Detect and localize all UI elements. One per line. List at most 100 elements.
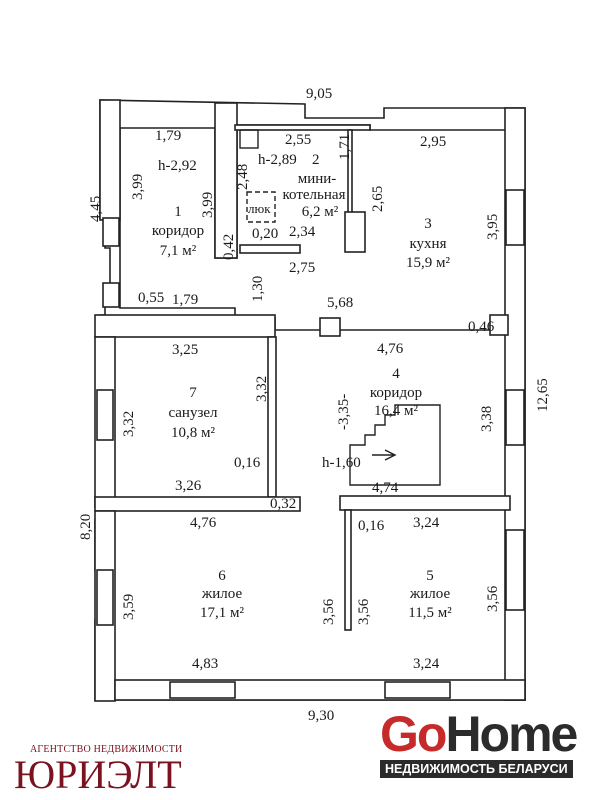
svg-text:15,9 м²: 15,9 м² — [406, 255, 450, 271]
wall-r1-r2 — [214, 102, 238, 259]
logo-go: Go — [380, 706, 447, 762]
gohome-logo: GoHome НЕДВИЖИМОСТЬ БЕЛАРУСИ — [380, 706, 578, 778]
svg-text:котельная: котельная — [283, 187, 346, 203]
window-r6-a — [169, 681, 236, 699]
room-3-label: 2,95 3 кухня 15,9 м² 2,65 3,95 0,46 — [370, 134, 501, 335]
room-6-label: 4,76 6 жилое 17,1 м² 4,83 3,59 3,56 — [121, 515, 337, 672]
svg-text:4,74: 4,74 — [372, 480, 399, 496]
boiler-symbol — [239, 129, 259, 149]
svg-text:3,99: 3,99 — [200, 192, 216, 218]
svg-text:2,55: 2,55 — [285, 132, 311, 148]
niche-r3 — [489, 314, 509, 336]
svg-text:2: 2 — [312, 152, 320, 168]
room-4-label: 2,75 5,68 4,76 4 коридор 16,4 м² h-1,60 … — [250, 260, 495, 496]
svg-text:h-2,92: h-2,92 — [158, 158, 197, 174]
svg-text:4: 4 — [392, 366, 400, 382]
svg-text:4,76: 4,76 — [190, 515, 217, 531]
window-r5-b — [384, 681, 451, 699]
svg-text:0,20: 0,20 — [252, 226, 278, 242]
svg-text:0,46: 0,46 — [468, 319, 495, 335]
wall-r2-bottom — [239, 244, 301, 254]
svg-text:3,56: 3,56 — [485, 585, 501, 612]
svg-text:3,38: 3,38 — [479, 406, 495, 432]
wall-r7-r4 — [267, 336, 277, 498]
svg-text:9,05: 9,05 — [306, 86, 332, 102]
overall-dimensions: 9,05 9,30 12,65 8,20 — [78, 86, 551, 724]
svg-text:-3,35-: -3,35- — [336, 394, 352, 430]
window-r7 — [96, 389, 114, 441]
svg-text:0,42: 0,42 — [221, 234, 237, 260]
svg-text:3,95: 3,95 — [485, 214, 501, 240]
svg-text:0,16: 0,16 — [358, 518, 385, 534]
svg-text:2,48: 2,48 — [235, 164, 251, 190]
svg-text:3,59: 3,59 — [121, 594, 137, 620]
svg-text:3,32: 3,32 — [121, 411, 137, 437]
agency-subtitle: АГЕНТСТВО НЕДВИЖИМОСТИ — [30, 744, 183, 755]
svg-text:1: 1 — [174, 204, 182, 220]
column — [319, 317, 341, 337]
svg-text:жилое: жилое — [409, 586, 451, 602]
svg-text:3,24: 3,24 — [413, 656, 440, 672]
svg-text:0,32: 0,32 — [270, 496, 296, 512]
svg-text:3,32: 3,32 — [254, 376, 270, 402]
window-corridor — [505, 389, 525, 446]
wall-r2-r3-stub — [344, 211, 366, 253]
wall-r2-top — [234, 124, 371, 131]
window-r5 — [505, 529, 525, 611]
svg-text:коридор: коридор — [370, 385, 422, 401]
svg-text:12,65: 12,65 — [535, 378, 551, 412]
hatch-outline — [246, 191, 276, 223]
svg-text:санузел: санузел — [168, 405, 218, 421]
svg-text:6: 6 — [218, 568, 226, 584]
svg-text:2,95: 2,95 — [420, 134, 446, 150]
window-r1 — [102, 217, 120, 247]
svg-text:3,99: 3,99 — [130, 174, 146, 200]
room-2-label: 2,55 h-2,89 2 мини- котельная 6,2 м² люк… — [221, 132, 353, 260]
svg-text:1,79: 1,79 — [172, 292, 198, 308]
logo-home: Home — [445, 706, 578, 762]
agency-name: ЮРИЭЛТ — [14, 752, 182, 797]
svg-text:2,65: 2,65 — [370, 186, 386, 212]
svg-text:6,2 м²: 6,2 м² — [302, 204, 339, 220]
svg-text:3,24: 3,24 — [413, 515, 440, 531]
svg-text:1,71: 1,71 — [337, 134, 353, 160]
svg-text:люк: люк — [248, 201, 271, 216]
svg-text:5,68: 5,68 — [327, 295, 353, 311]
svg-text:коридор: коридор — [152, 223, 204, 239]
svg-text:7: 7 — [189, 385, 197, 401]
svg-text:16,4 м²: 16,4 м² — [374, 403, 418, 419]
svg-text:7,1 м²: 7,1 м² — [160, 243, 197, 259]
svg-text:9,30: 9,30 — [308, 708, 334, 724]
svg-text:2,34: 2,34 — [289, 224, 316, 240]
svg-text:3,26: 3,26 — [175, 478, 202, 494]
svg-text:h-1,60: h-1,60 — [322, 455, 361, 471]
svg-text:4,83: 4,83 — [192, 656, 218, 672]
wall-r6-r5 — [344, 509, 352, 631]
walls — [94, 99, 526, 702]
svg-text:4,45: 4,45 — [88, 196, 104, 222]
wall-r1-r7 — [94, 314, 276, 338]
room-5-label: 3,24 0,16 5 жилое 11,5 м² 3,24 3,56 3,56 — [356, 515, 501, 672]
window-kitchen — [505, 189, 525, 246]
staircase — [349, 404, 441, 486]
logo-tagline: НЕДВИЖИМОСТЬ БЕЛАРУСИ — [380, 760, 573, 778]
svg-text:17,1 м²: 17,1 м² — [200, 605, 244, 621]
agency-logo: АГЕНТСТВО НЕДВИЖИМОСТИ ЮРИЭЛТ — [14, 744, 182, 795]
room-1-label: 1,79 h-2,92 1 коридор 7,1 м² 0,55 1,79 3… — [88, 128, 216, 308]
svg-text:4,76: 4,76 — [377, 341, 404, 357]
svg-text:0,55: 0,55 — [138, 290, 164, 306]
room-7-label: 3,25 7 санузел 10,8 м² 0,16 3,26 0,32 3,… — [121, 342, 296, 512]
wall-r7-r6 — [94, 496, 301, 512]
svg-text:3,56: 3,56 — [321, 598, 337, 625]
svg-text:3,25: 3,25 — [172, 342, 198, 358]
svg-text:жилое: жилое — [201, 586, 243, 602]
svg-text:0,16: 0,16 — [234, 455, 261, 471]
svg-text:2,75: 2,75 — [289, 260, 315, 276]
svg-text:кухня: кухня — [409, 236, 446, 252]
svg-text:5: 5 — [426, 568, 434, 584]
svg-text:1,30: 1,30 — [250, 276, 266, 302]
svg-text:1,79: 1,79 — [155, 128, 181, 144]
wall-r4-r5 — [339, 495, 511, 511]
svg-text:мини-: мини- — [298, 171, 337, 187]
